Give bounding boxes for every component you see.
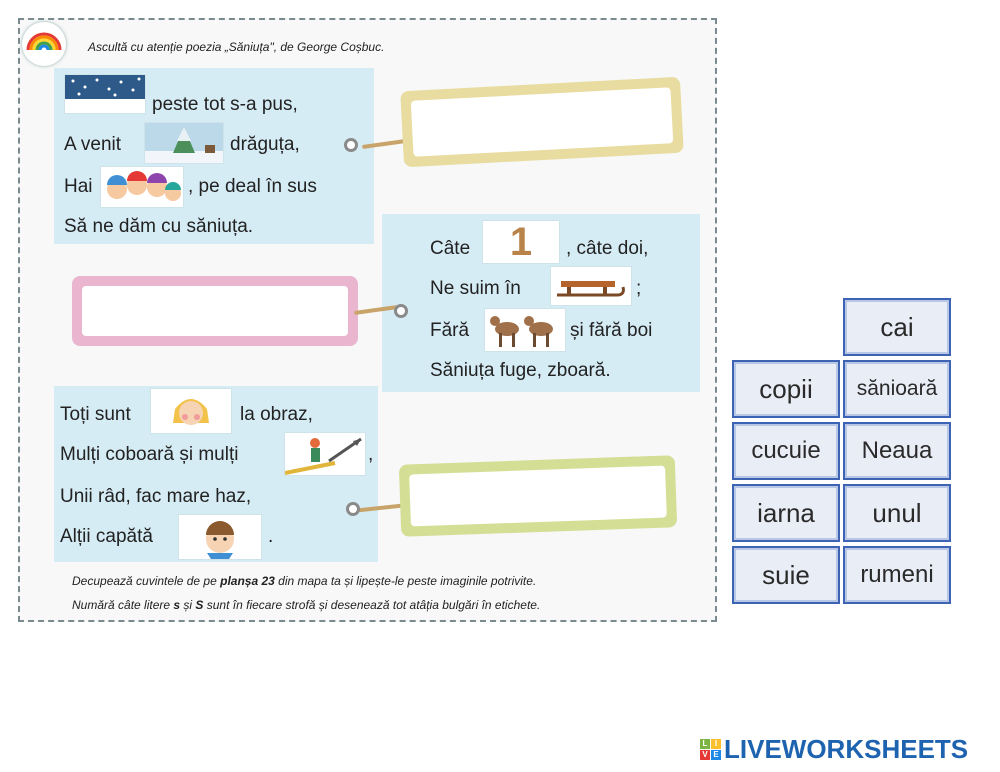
answer-tag-2[interactable] [72,276,358,346]
stanza1-line2b: drăguța, [230,134,300,155]
stanza3-line3: Unii râd, fac mare haz, [60,486,252,507]
boy-bump-picture [178,514,262,560]
word-card-iarna[interactable]: iarna [732,484,840,542]
stanza2-line3a: Fără [430,320,470,341]
stanza2-line1a: Câte [430,238,471,259]
stanza1-line1: peste tot s-a pus, [152,94,298,115]
skier-picture [284,432,366,476]
stanza-1: peste tot s-a pus, A venit drăguța, Hai … [54,68,374,244]
answer-tag-3[interactable] [398,455,678,537]
stanza2-line2a: Ne suim în [430,278,521,299]
tag1-grommet [344,138,358,152]
rainbow-icon [22,22,66,66]
tag2-grommet [394,304,408,318]
liveworksheets-logo: L I V E LIVEWORKSHEETS [700,734,968,765]
winter-tree-picture [144,122,224,164]
stanza3-line1a: Toți sunt [60,404,131,425]
stanza1-line2a: A venit [64,134,122,155]
children-picture [100,166,184,208]
girl-rosy-cheeks-picture [150,388,232,434]
instruction-bottom-1: Decupează cuvintele de pe planșa 23 din … [72,574,537,588]
logo-blocks-icon: L I V E [700,739,721,760]
stanza2-line4: Săniuța fuge, zboară. [430,360,611,381]
stanza1-line3a: Hai [64,176,93,197]
instruction-top: Ascultă cu atenție poezia „Săniuța", de … [88,40,385,54]
horses-picture [484,308,566,352]
stanza3-line2b: , [368,444,374,465]
word-card-neaua[interactable]: Neaua [843,422,951,480]
instruction-bottom-2: Numără câte litere s și S sunt în fiecar… [72,598,541,612]
stanza3-line1b: la obraz, [240,404,313,425]
stanza-2: Câte 1 , câte doi, Ne suim în ; Fără și … [382,214,700,392]
word-card-cai[interactable]: cai [843,298,951,356]
stanza3-line4a: Alții capătă [60,526,153,547]
stanza3-line4b: . [268,526,274,547]
tag3-grommet [346,502,360,516]
stanza1-line3b: , pe deal în sus [188,176,317,197]
stanza2-line1b: , câte doi, [566,238,649,259]
word-card-suie[interactable]: suie [732,546,840,604]
worksheet-page: Ascultă cu atenție poezia „Săniuța", de … [18,18,717,622]
logo-text: LIVEWORKSHEETS [724,734,969,764]
word-card-copii[interactable]: copii [732,360,840,418]
stanza3-line2a: Mulți coboară și mulți [60,444,239,465]
stanza-3: Toți sunt la obraz, Mulți coboară și mul… [54,386,378,562]
snowy-sky-picture [64,74,146,114]
word-card-cucuie[interactable]: cucuie [732,422,840,480]
sled-picture [550,266,632,306]
answer-tag-1[interactable] [400,76,684,168]
word-card-rumeni[interactable]: rumeni [843,546,951,604]
number-one-picture: 1 [482,220,560,264]
stanza1-line4: Să ne dăm cu săniuța. [64,216,254,237]
stanza2-line3b: și fără boi [570,320,653,341]
stanza2-line2b: ; [636,278,642,299]
word-card-unul[interactable]: unul [843,484,951,542]
word-card-sanioara[interactable]: sănioară [843,360,951,418]
